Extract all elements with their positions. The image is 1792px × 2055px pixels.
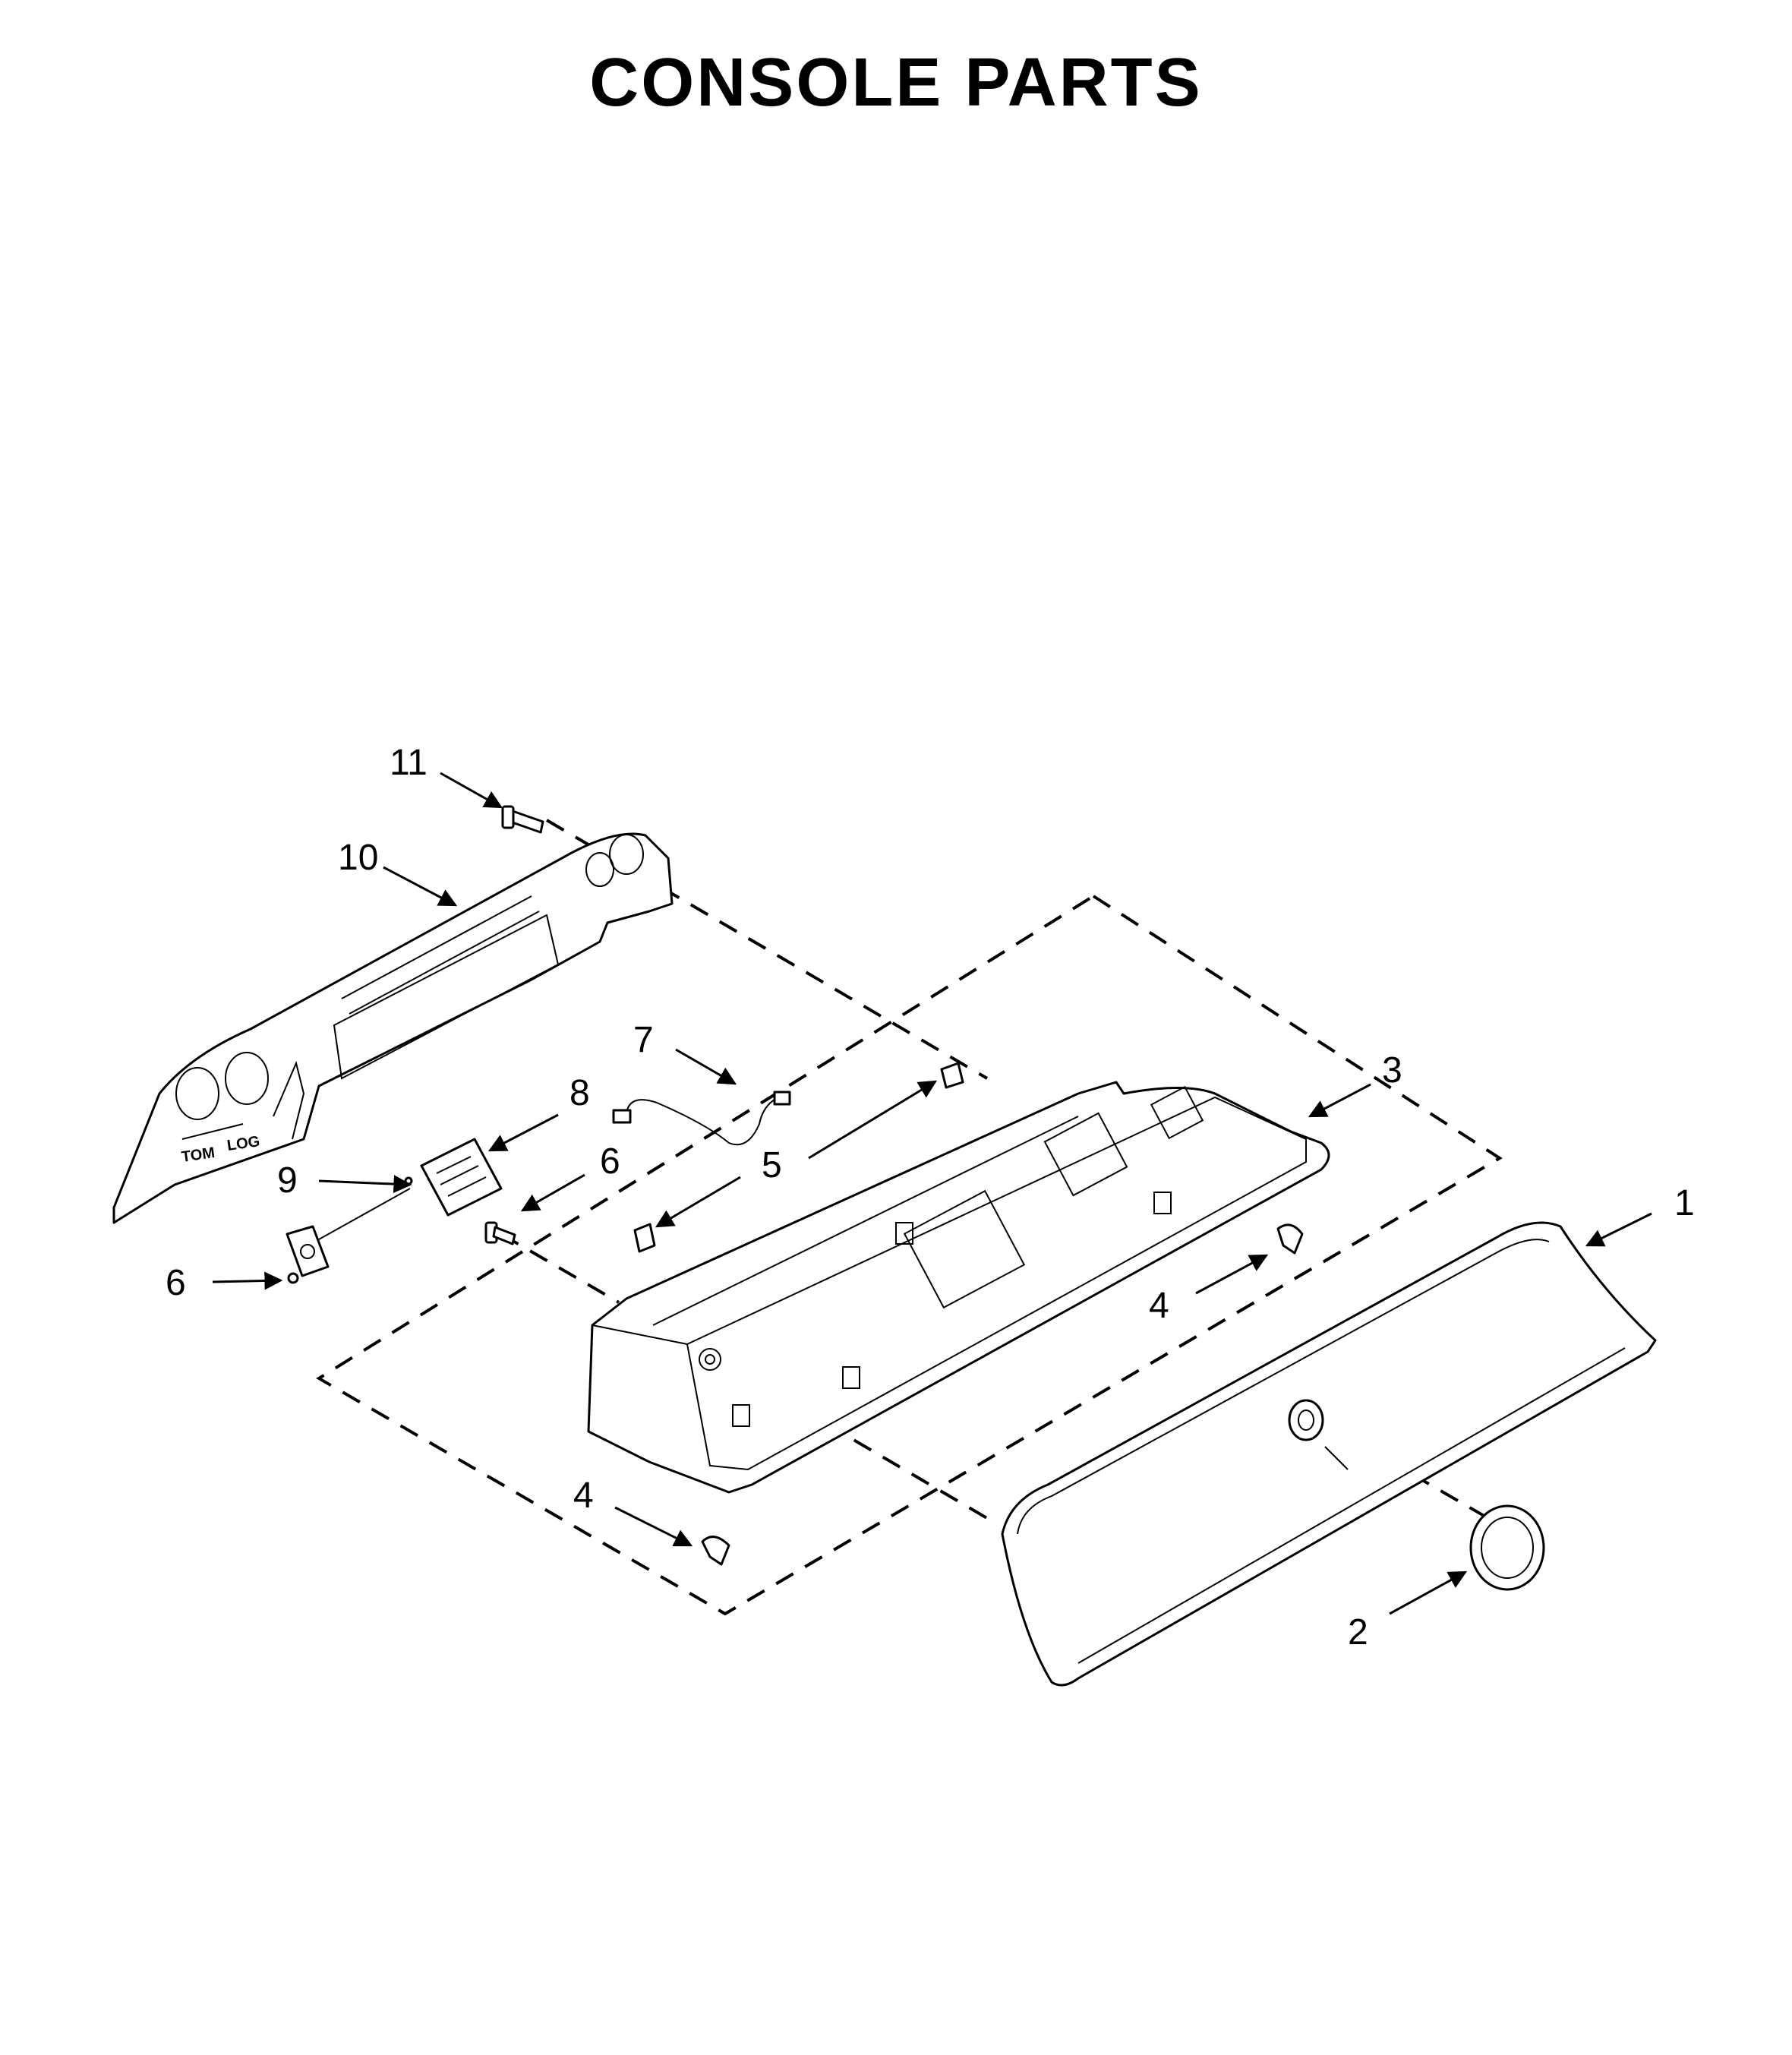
part-4-clip-right [1276, 1223, 1304, 1255]
callout-3: 3 [1382, 1050, 1402, 1091]
callout-1: 1 [1674, 1183, 1695, 1223]
callout-10: 10 [338, 838, 378, 878]
part-11-screw [501, 805, 544, 834]
page-title: CONSOLE PARTS [589, 45, 1203, 121]
part-5-clip-lower [633, 1223, 656, 1253]
assembly-dashed-outline [316, 894, 1503, 1616]
callout-6-center: 6 [600, 1141, 620, 1182]
callout-8: 8 [569, 1073, 590, 1113]
callout-2: 2 [1348, 1612, 1368, 1653]
callout-5: 5 [762, 1145, 782, 1185]
part-6-screw-center [484, 1221, 516, 1245]
callout-4-right: 4 [1149, 1286, 1169, 1326]
leader-arrows [212, 772, 1652, 1615]
part-6-screw-left [287, 1272, 299, 1284]
callout-4-lower: 4 [573, 1476, 594, 1516]
callout-6-left: 6 [166, 1263, 186, 1303]
callout-11: 11 [390, 743, 427, 783]
part-3-console-housing [587, 1081, 1330, 1494]
part-2-knob [1288, 1399, 1545, 1591]
part-7-wire-harness [612, 1091, 791, 1146]
part-10-rear-console-cover: TOM LOG [112, 832, 674, 1224]
part-5-clip-upper [940, 1062, 964, 1089]
part-9-switch [286, 1176, 413, 1277]
callout-7: 7 [633, 1020, 654, 1060]
callout-9: 9 [277, 1160, 298, 1201]
part-8-control-board [420, 1138, 503, 1217]
part-1-front-panel [1001, 1221, 1657, 1687]
part-4-clip-lower [701, 1536, 730, 1566]
